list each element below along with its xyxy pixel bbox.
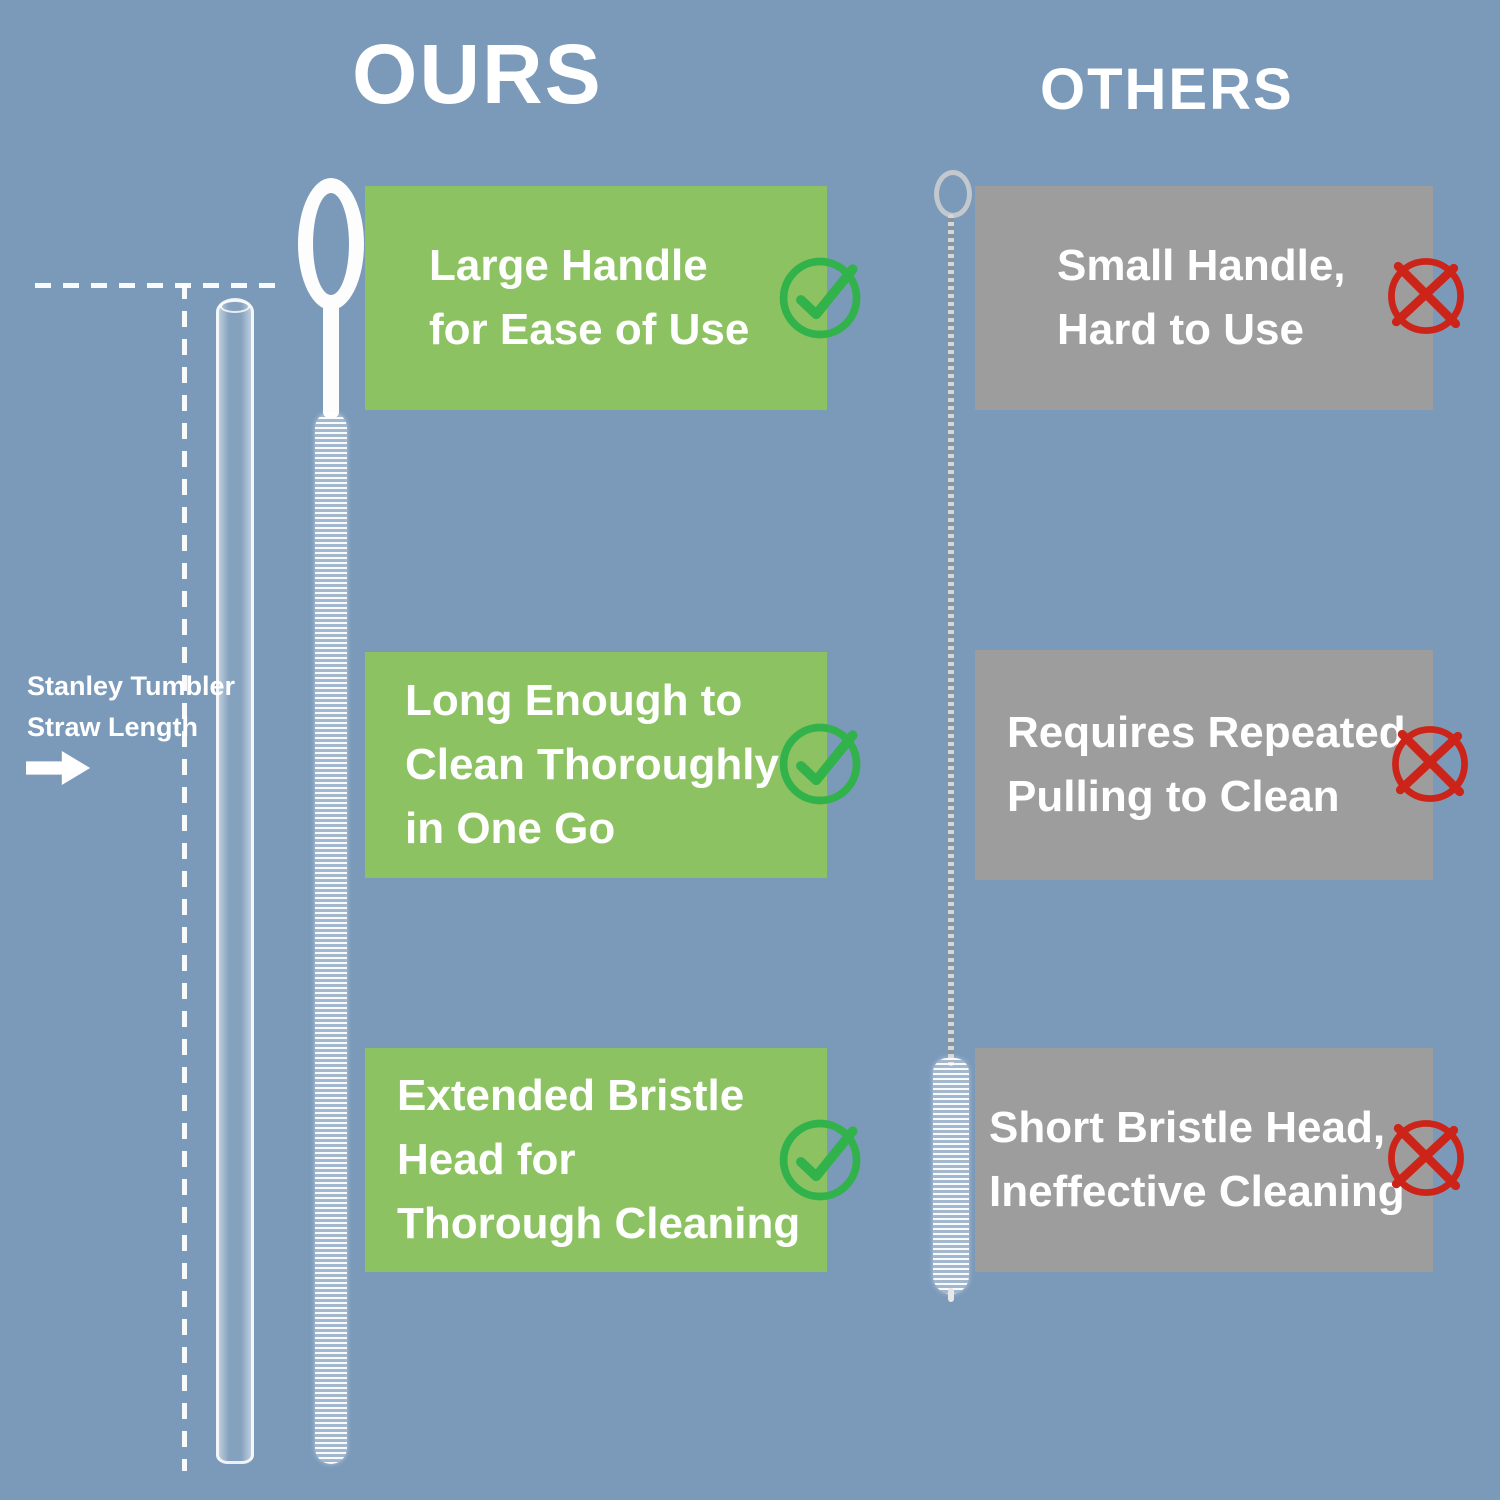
ours-brush-handle — [298, 178, 364, 310]
ours-brush-bristles — [315, 412, 347, 1464]
right-arrow-icon — [26, 751, 91, 785]
others-feature-2: Requires Repeated Pulling to Clean — [975, 650, 1433, 880]
feature-text-line: Head for — [397, 1135, 576, 1185]
check-icon — [779, 723, 861, 805]
others-brush-handle — [934, 170, 972, 218]
straw-length-label-line: Stanley Tumbler — [27, 671, 236, 701]
measure-line-top — [35, 283, 287, 288]
others-feature-3: Short Bristle Head, Ineffective Cleaning — [975, 1048, 1433, 1272]
others-column-title: OTHERS — [1040, 57, 1294, 122]
feature-text-line: for Ease of Use — [429, 305, 750, 354]
feature-text-line: Clean Thoroughly — [405, 740, 779, 790]
ours-column-title: OURS — [352, 27, 603, 121]
others-feature-1: Small Handle, Hard to Use — [975, 186, 1433, 410]
check-icon — [779, 1119, 861, 1201]
feature-text-line: Small Handle, — [1057, 241, 1346, 291]
check-icon — [779, 257, 861, 339]
cross-icon — [1388, 258, 1464, 334]
feature-text-line: Long Enough to — [405, 676, 743, 726]
tumbler-straw-image — [216, 298, 254, 1464]
feature-text-line: Ineffective Cleaning — [989, 1167, 1405, 1216]
ours-brush-stem — [323, 298, 339, 418]
ours-feature-3: Extended Bristle Head for Thorough Clean… — [365, 1048, 827, 1272]
feature-text-line: Large Handle — [429, 241, 708, 291]
ours-feature-2: Long Enough to Clean Thoroughly in One G… — [365, 652, 827, 878]
feature-text-line: Hard to Use — [1057, 305, 1304, 354]
feature-text-line: in One Go — [405, 803, 616, 853]
feature-text-line: Requires Repeated — [1007, 708, 1406, 758]
cross-icon — [1388, 1120, 1464, 1196]
others-brush-stem — [948, 214, 954, 1066]
others-brush-tip — [948, 1288, 954, 1302]
feature-text-line: Short Bristle Head, — [989, 1103, 1386, 1153]
cross-icon — [1392, 726, 1468, 802]
straw-length-label-line: Straw Length — [27, 711, 199, 742]
feature-text-line: Pulling to Clean — [1007, 772, 1340, 821]
others-brush-bristles — [933, 1058, 969, 1294]
ours-feature-1: Large Handle for Ease of Use — [365, 186, 827, 410]
feature-text-line: Extended Bristle — [397, 1071, 745, 1121]
straw-length-label: Stanley Tumbler Straw Length — [27, 666, 235, 747]
feature-text-line: Thorough Cleaning — [397, 1198, 801, 1248]
measure-line-left — [182, 283, 187, 1471]
